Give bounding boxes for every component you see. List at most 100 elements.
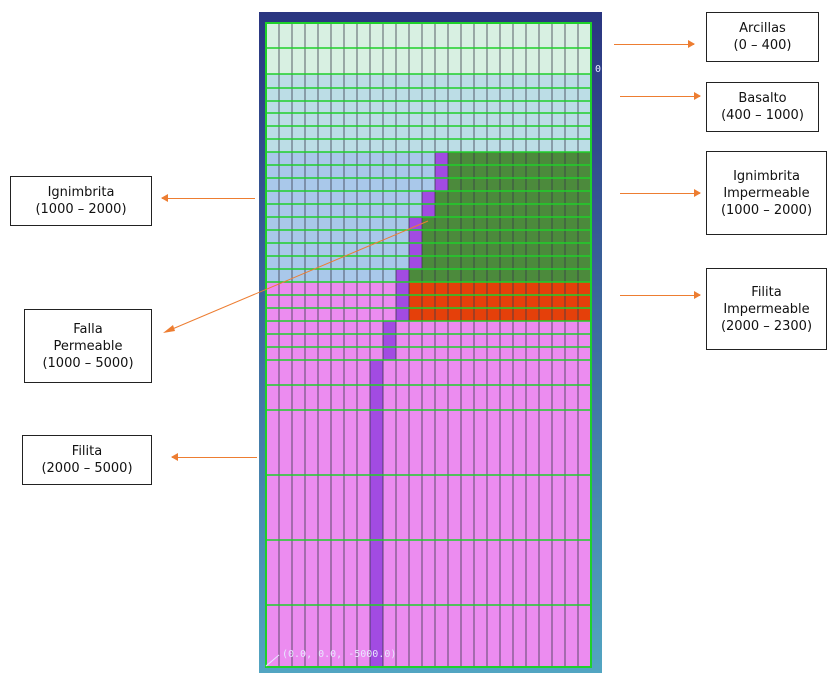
mesh-cell	[266, 321, 280, 335]
mesh-cell	[552, 295, 566, 309]
mesh-cell	[409, 475, 423, 541]
mesh-cell	[435, 48, 449, 75]
mesh-cell	[409, 88, 423, 102]
mesh-cell	[552, 178, 566, 192]
mesh-cell	[474, 295, 488, 309]
mesh-cell	[396, 605, 410, 668]
mesh-cell	[344, 308, 358, 322]
mesh-cell	[513, 23, 527, 49]
mesh-cell	[318, 101, 332, 114]
mesh-cell	[331, 308, 345, 322]
mesh-cell	[565, 48, 579, 75]
fault-cell	[383, 321, 397, 335]
fault-cell	[370, 360, 384, 386]
mesh-cell	[305, 295, 319, 309]
mesh-cell	[344, 256, 358, 270]
mesh-cell	[487, 217, 501, 231]
mesh-cell	[422, 334, 436, 348]
mesh-cell	[461, 605, 475, 668]
mesh-cell	[331, 74, 345, 89]
mesh-cell	[435, 101, 449, 114]
mesh-cell	[305, 475, 319, 541]
mesh-cell	[266, 243, 280, 257]
mesh-cell	[396, 191, 410, 205]
mesh-cell	[565, 360, 579, 386]
mesh-cell	[487, 347, 501, 361]
mesh-cell	[500, 230, 514, 244]
arrow-basalto	[620, 92, 701, 100]
mesh-cell	[435, 230, 449, 244]
mesh-cell	[487, 295, 501, 309]
mesh-cell	[266, 178, 280, 192]
mesh-cell	[526, 282, 540, 296]
mesh-cell	[474, 334, 488, 348]
mesh-cell	[461, 139, 475, 153]
mesh-cell	[552, 191, 566, 205]
mesh-cell	[500, 113, 514, 127]
mesh-cell	[396, 540, 410, 606]
mesh-cell	[474, 230, 488, 244]
mesh-cell	[526, 347, 540, 361]
mesh-cell	[279, 23, 293, 49]
mesh-cell	[344, 243, 358, 257]
fault-cell	[370, 410, 384, 476]
mesh-cell	[305, 410, 319, 476]
mesh-cell	[500, 152, 514, 166]
mesh-cell	[435, 74, 449, 89]
mesh-cell	[526, 410, 540, 476]
mesh-cell	[513, 101, 527, 114]
mesh-cell	[448, 230, 462, 244]
mesh-cell	[539, 308, 553, 322]
mesh-cell	[552, 74, 566, 89]
mesh-cell	[461, 230, 475, 244]
mesh-cell	[500, 126, 514, 140]
mesh-cell	[370, 101, 384, 114]
mesh-cell	[461, 410, 475, 476]
mesh-cell	[435, 295, 449, 309]
mesh-cell	[422, 385, 436, 411]
mesh-cell	[461, 256, 475, 270]
mesh-cell	[448, 204, 462, 218]
mesh-cell	[422, 101, 436, 114]
mesh-cell	[461, 113, 475, 127]
mesh-cell	[435, 217, 449, 231]
fault-cell	[435, 165, 449, 179]
mesh-cell	[292, 308, 306, 322]
mesh-cell	[435, 334, 449, 348]
mesh-cell	[357, 217, 371, 231]
mesh-cell	[539, 74, 553, 89]
mesh-cell	[487, 321, 501, 335]
mesh-cell	[422, 269, 436, 283]
label-arcillas-name: Arcillas	[739, 21, 786, 36]
mesh-cell	[539, 385, 553, 411]
mesh-cell	[305, 191, 319, 205]
mesh-cell	[435, 475, 449, 541]
mesh-cell	[578, 540, 592, 606]
mesh-cell	[539, 152, 553, 166]
fault-cell	[370, 385, 384, 411]
mesh-cell	[487, 410, 501, 476]
mesh-cell	[487, 230, 501, 244]
mesh-cell	[344, 230, 358, 244]
mesh-cell	[448, 410, 462, 476]
mesh-cell	[565, 540, 579, 606]
mesh-cell	[383, 165, 397, 179]
mesh-cell	[526, 295, 540, 309]
mesh-cell	[422, 282, 436, 296]
mesh-cell	[357, 605, 371, 668]
mesh-cell	[318, 347, 332, 361]
mesh-cell	[305, 269, 319, 283]
mesh-cell	[526, 360, 540, 386]
label-ignimbrita-range: (1000 – 2000)	[35, 202, 127, 217]
label-basalto: Basalto (400 – 1000)	[706, 82, 819, 132]
mesh-border	[265, 22, 592, 668]
mesh-cell	[435, 385, 449, 411]
mesh-cell	[539, 178, 553, 192]
mesh-cell	[318, 243, 332, 257]
mesh-cell	[344, 385, 358, 411]
mesh-cell	[474, 113, 488, 127]
mesh-cell	[474, 204, 488, 218]
mesh-cell	[500, 360, 514, 386]
mesh-cell	[526, 191, 540, 205]
